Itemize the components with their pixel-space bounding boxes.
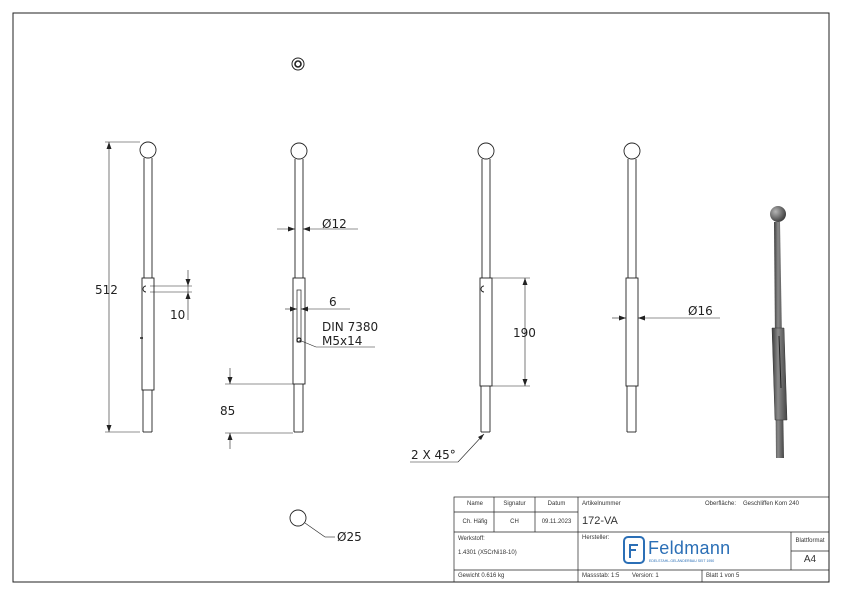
ball-detail [289,509,335,538]
feldmann-logo-mark [623,536,645,564]
tb-name-value: Ch. Häfig [462,519,488,525]
dim-sleeve-length: 190 [513,326,536,340]
dim-screw-size: M5x14 [322,334,362,348]
tb-material-value: 1.4301 (X5CrNi18-10) [458,550,517,556]
tb-surface-label: Oberfläche: [705,501,737,507]
sheet-border [12,12,830,583]
tb-manufacturer-label: Hersteller: [582,535,610,541]
tb-signature-value: CH [510,519,519,525]
title-block-frame [453,496,830,583]
dim-ball-offset: 10 [170,308,185,322]
dim-tip-length: 85 [220,404,235,418]
view-back-3 [410,142,530,463]
view-front-2 [225,142,375,449]
tb-brand-tagline: EDELSTAHL-GELÄNDERBAU SEIT 1950 [649,559,715,563]
tb-scale: Massstab: 1:5 [582,573,620,579]
tb-material-label: Werkstoff: [458,536,485,542]
dim-rod-diameter: Ø12 [322,217,347,231]
dim-screw-standard: DIN 7380 [322,320,378,334]
tb-date-value: 09.11.2023 [541,519,572,525]
tb-signature-header: Signatur [503,501,526,507]
tb-format-label: Blattformat [795,538,825,544]
dim-slot-width: 6 [329,295,337,309]
dim-overall-length: 512 [95,283,118,297]
top-view [291,57,305,71]
tb-brand-name: Feldmann [648,538,731,558]
view-side-1 [105,141,192,433]
dim-ball-diameter: Ø25 [337,530,362,544]
render-3d [770,206,788,458]
tb-format-value: A4 [803,554,817,565]
tb-weight: Gewicht 0.616 kg [458,573,505,579]
tb-surface-value: Geschliffen Korn 240 [743,501,799,507]
tb-name-header: Name [466,501,483,507]
tb-article-number: 172-VA [582,515,618,527]
tb-sheet: Blatt 1 von 5 [706,573,740,579]
view-side-4 [612,142,720,433]
tb-version: Version: 1 [632,573,659,579]
tb-article-label: Artikelnummer [582,501,621,507]
dim-sleeve-diameter: Ø16 [688,304,713,318]
tb-date-header: Datum [547,501,566,507]
dim-chamfer: 2 X 45° [411,448,456,462]
